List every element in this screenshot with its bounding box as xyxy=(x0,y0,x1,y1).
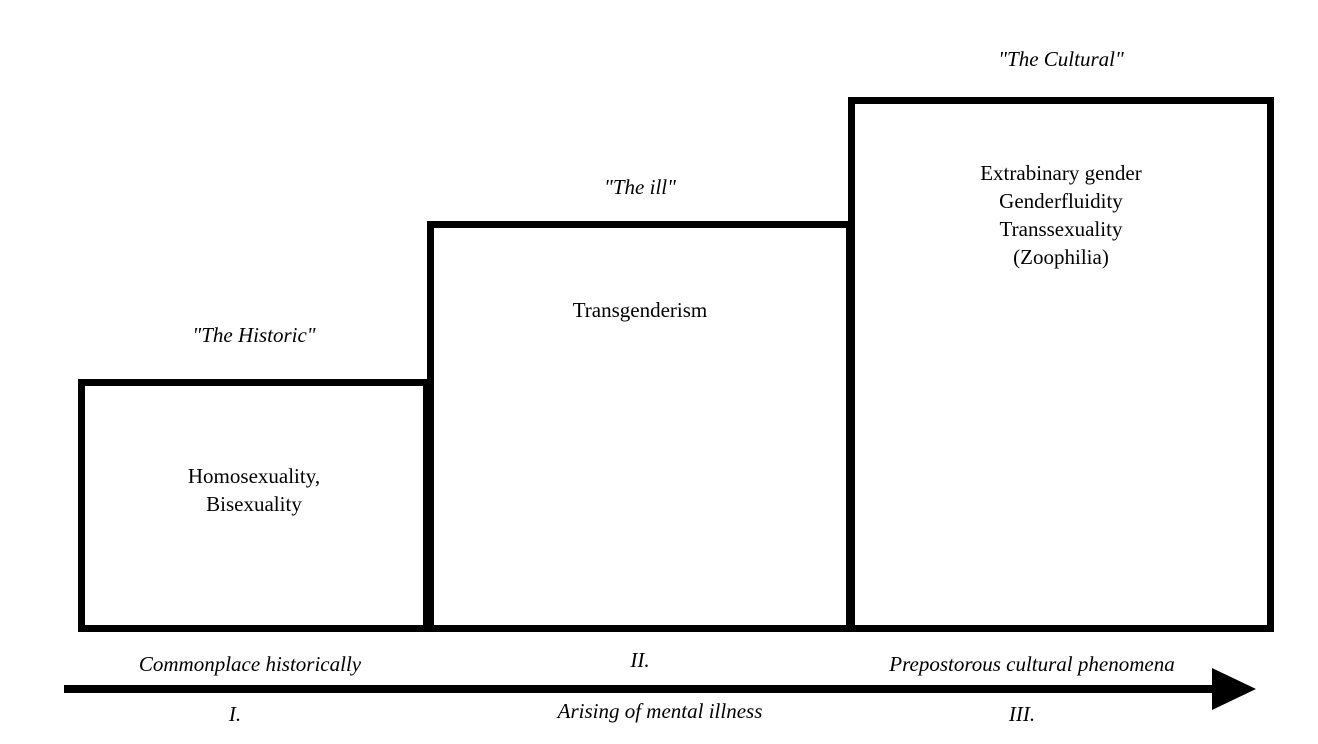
progression-arrow-head xyxy=(1212,668,1256,710)
stage-1-caption: Commonplace historically xyxy=(138,652,362,676)
stage-3-line: Extrabinary gender xyxy=(980,161,1142,185)
stage-1-title: "The Historic" xyxy=(192,323,316,347)
stage-3-numeral: III. xyxy=(1008,702,1036,726)
stage-3-line: Genderfluidity xyxy=(999,189,1123,213)
stage-2-numeral: II. xyxy=(630,648,650,672)
axis-label: Arising of mental illness xyxy=(557,699,763,723)
stage-2-line: Transgenderism xyxy=(572,298,708,322)
stage-2-box: Transgenderism xyxy=(427,221,853,632)
stage-1-numeral: I. xyxy=(228,702,242,726)
stage-2-title: "The ill" xyxy=(604,175,676,199)
stage-1-line: Bisexuality xyxy=(206,492,302,516)
stage-3-caption: Prepostorous cultural phenomena xyxy=(889,652,1175,676)
stage-3-line: Transsexuality xyxy=(999,217,1123,241)
stage-1-box: Homosexuality, Bisexuality xyxy=(78,379,430,632)
stage-3-box: Extrabinary gender Genderfluidity Transs… xyxy=(848,97,1274,632)
stage-1-line: Homosexuality, xyxy=(187,464,321,488)
stage-3-content: Extrabinary gender Genderfluidity Transs… xyxy=(855,159,1267,271)
stage-1-content: Homosexuality, Bisexuality xyxy=(85,462,423,518)
stage-3-line: (Zoophilia) xyxy=(1013,245,1109,269)
stage-3-title: "The Cultural" xyxy=(998,47,1124,71)
stage-2-content: Transgenderism xyxy=(434,296,846,324)
